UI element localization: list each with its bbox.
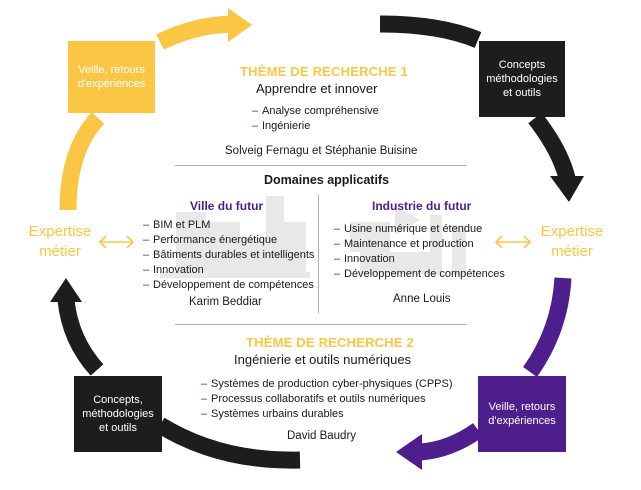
corner-box-bottom-left: Concepts, méthodologies et outils bbox=[74, 376, 162, 452]
domain-left-item: –Performance énergétique bbox=[143, 234, 278, 246]
expertise-right-line2: métier bbox=[551, 243, 593, 260]
domain-left-title: Ville du futur bbox=[190, 199, 264, 213]
factory-illustration-icon bbox=[350, 205, 466, 275]
arrow-bottom-black bbox=[155, 417, 301, 469]
domain-left-list: –BIM et PLM –Performance énergétique –Bâ… bbox=[143, 218, 314, 293]
theme2-item: –Systèmes de production cyber-physiques … bbox=[201, 378, 453, 390]
theme2-item: –Systèmes urbains durables bbox=[201, 408, 344, 420]
corner-box-bottom-right: Veille, retours d'expériences bbox=[478, 376, 566, 452]
arrowhead-left-black bbox=[50, 278, 82, 302]
arrow-top-yellow bbox=[156, 15, 233, 50]
domain-right-list: –Usine numérique et étendue –Maintenance… bbox=[334, 222, 505, 282]
arrowhead-bottom-purple bbox=[396, 434, 422, 470]
theme1-list: –Analyse compréhensive –Ingénierie bbox=[252, 104, 379, 134]
arrow-left-black bbox=[57, 298, 104, 376]
arrow-right-black bbox=[528, 112, 576, 181]
theme1-subtitle: Apprendre et innover bbox=[256, 81, 378, 96]
corner-box-top-right: Concepts méthodologies et outils bbox=[479, 41, 565, 117]
domain-left-item: –BIM et PLM bbox=[143, 219, 211, 231]
city-illustration-icon bbox=[160, 196, 310, 278]
domain-right-author: Anne Louis bbox=[393, 293, 451, 305]
expertise-right-line1: Expertise bbox=[540, 223, 604, 240]
domain-left-item: –Innovation bbox=[143, 264, 204, 276]
domain-left-item: –Bâtiments durables et intelligents bbox=[143, 249, 315, 261]
domain-left-item: –Développement de compétences bbox=[143, 279, 314, 291]
theme2-title: THÈME DE RECHERCHE 2 bbox=[246, 335, 414, 350]
divider-top bbox=[175, 165, 467, 166]
domain-right-item: –Innovation bbox=[334, 253, 395, 265]
theme2-authors: David Baudry bbox=[287, 430, 357, 442]
theme1-authors: Solveig Fernagu et Stéphanie Buisine bbox=[225, 145, 418, 157]
arrow-top-black bbox=[379, 15, 482, 48]
domain-right-title: Industrie du futur bbox=[372, 199, 472, 213]
theme1-item: –Ingénierie bbox=[252, 120, 311, 132]
expertise-left: Expertise métier bbox=[22, 222, 98, 262]
arrow-left-yellow bbox=[59, 112, 105, 211]
arrow-right-purple bbox=[523, 277, 572, 377]
arrow-bottom-purple bbox=[419, 422, 483, 461]
expertise-right: Expertise métier bbox=[534, 222, 610, 262]
arrowhead-top-yellow bbox=[228, 8, 252, 42]
domain-right-item: –Usine numérique et étendue bbox=[334, 223, 483, 235]
corner-box-top-left: Veille, retours d'expériences bbox=[68, 41, 155, 113]
divider-bottom bbox=[175, 324, 467, 325]
domain-right-item: –Maintenance et production bbox=[334, 238, 474, 250]
double-arrow-left-icon bbox=[98, 235, 135, 249]
domain-right-item: –Développement de compétences bbox=[334, 268, 505, 280]
theme1-item: –Analyse compréhensive bbox=[252, 105, 379, 117]
theme2-list: –Systèmes de production cyber-physiques … bbox=[201, 377, 453, 422]
arrowhead-right-black bbox=[550, 176, 584, 202]
theme1-title: THÈME DE RECHERCHE 1 bbox=[240, 64, 408, 79]
domains-title: Domaines applicatifs bbox=[264, 173, 390, 187]
divider-vertical bbox=[318, 195, 319, 313]
expertise-left-line2: métier bbox=[39, 243, 81, 260]
theme2-item: –Processus collaboratifs et outils numér… bbox=[201, 393, 426, 405]
domain-left-author: Karim Beddiar bbox=[189, 296, 262, 308]
theme2-subtitle: Ingénierie et outils numériques bbox=[234, 352, 412, 367]
double-arrow-right-icon bbox=[494, 235, 532, 249]
expertise-left-line1: Expertise bbox=[28, 223, 92, 240]
